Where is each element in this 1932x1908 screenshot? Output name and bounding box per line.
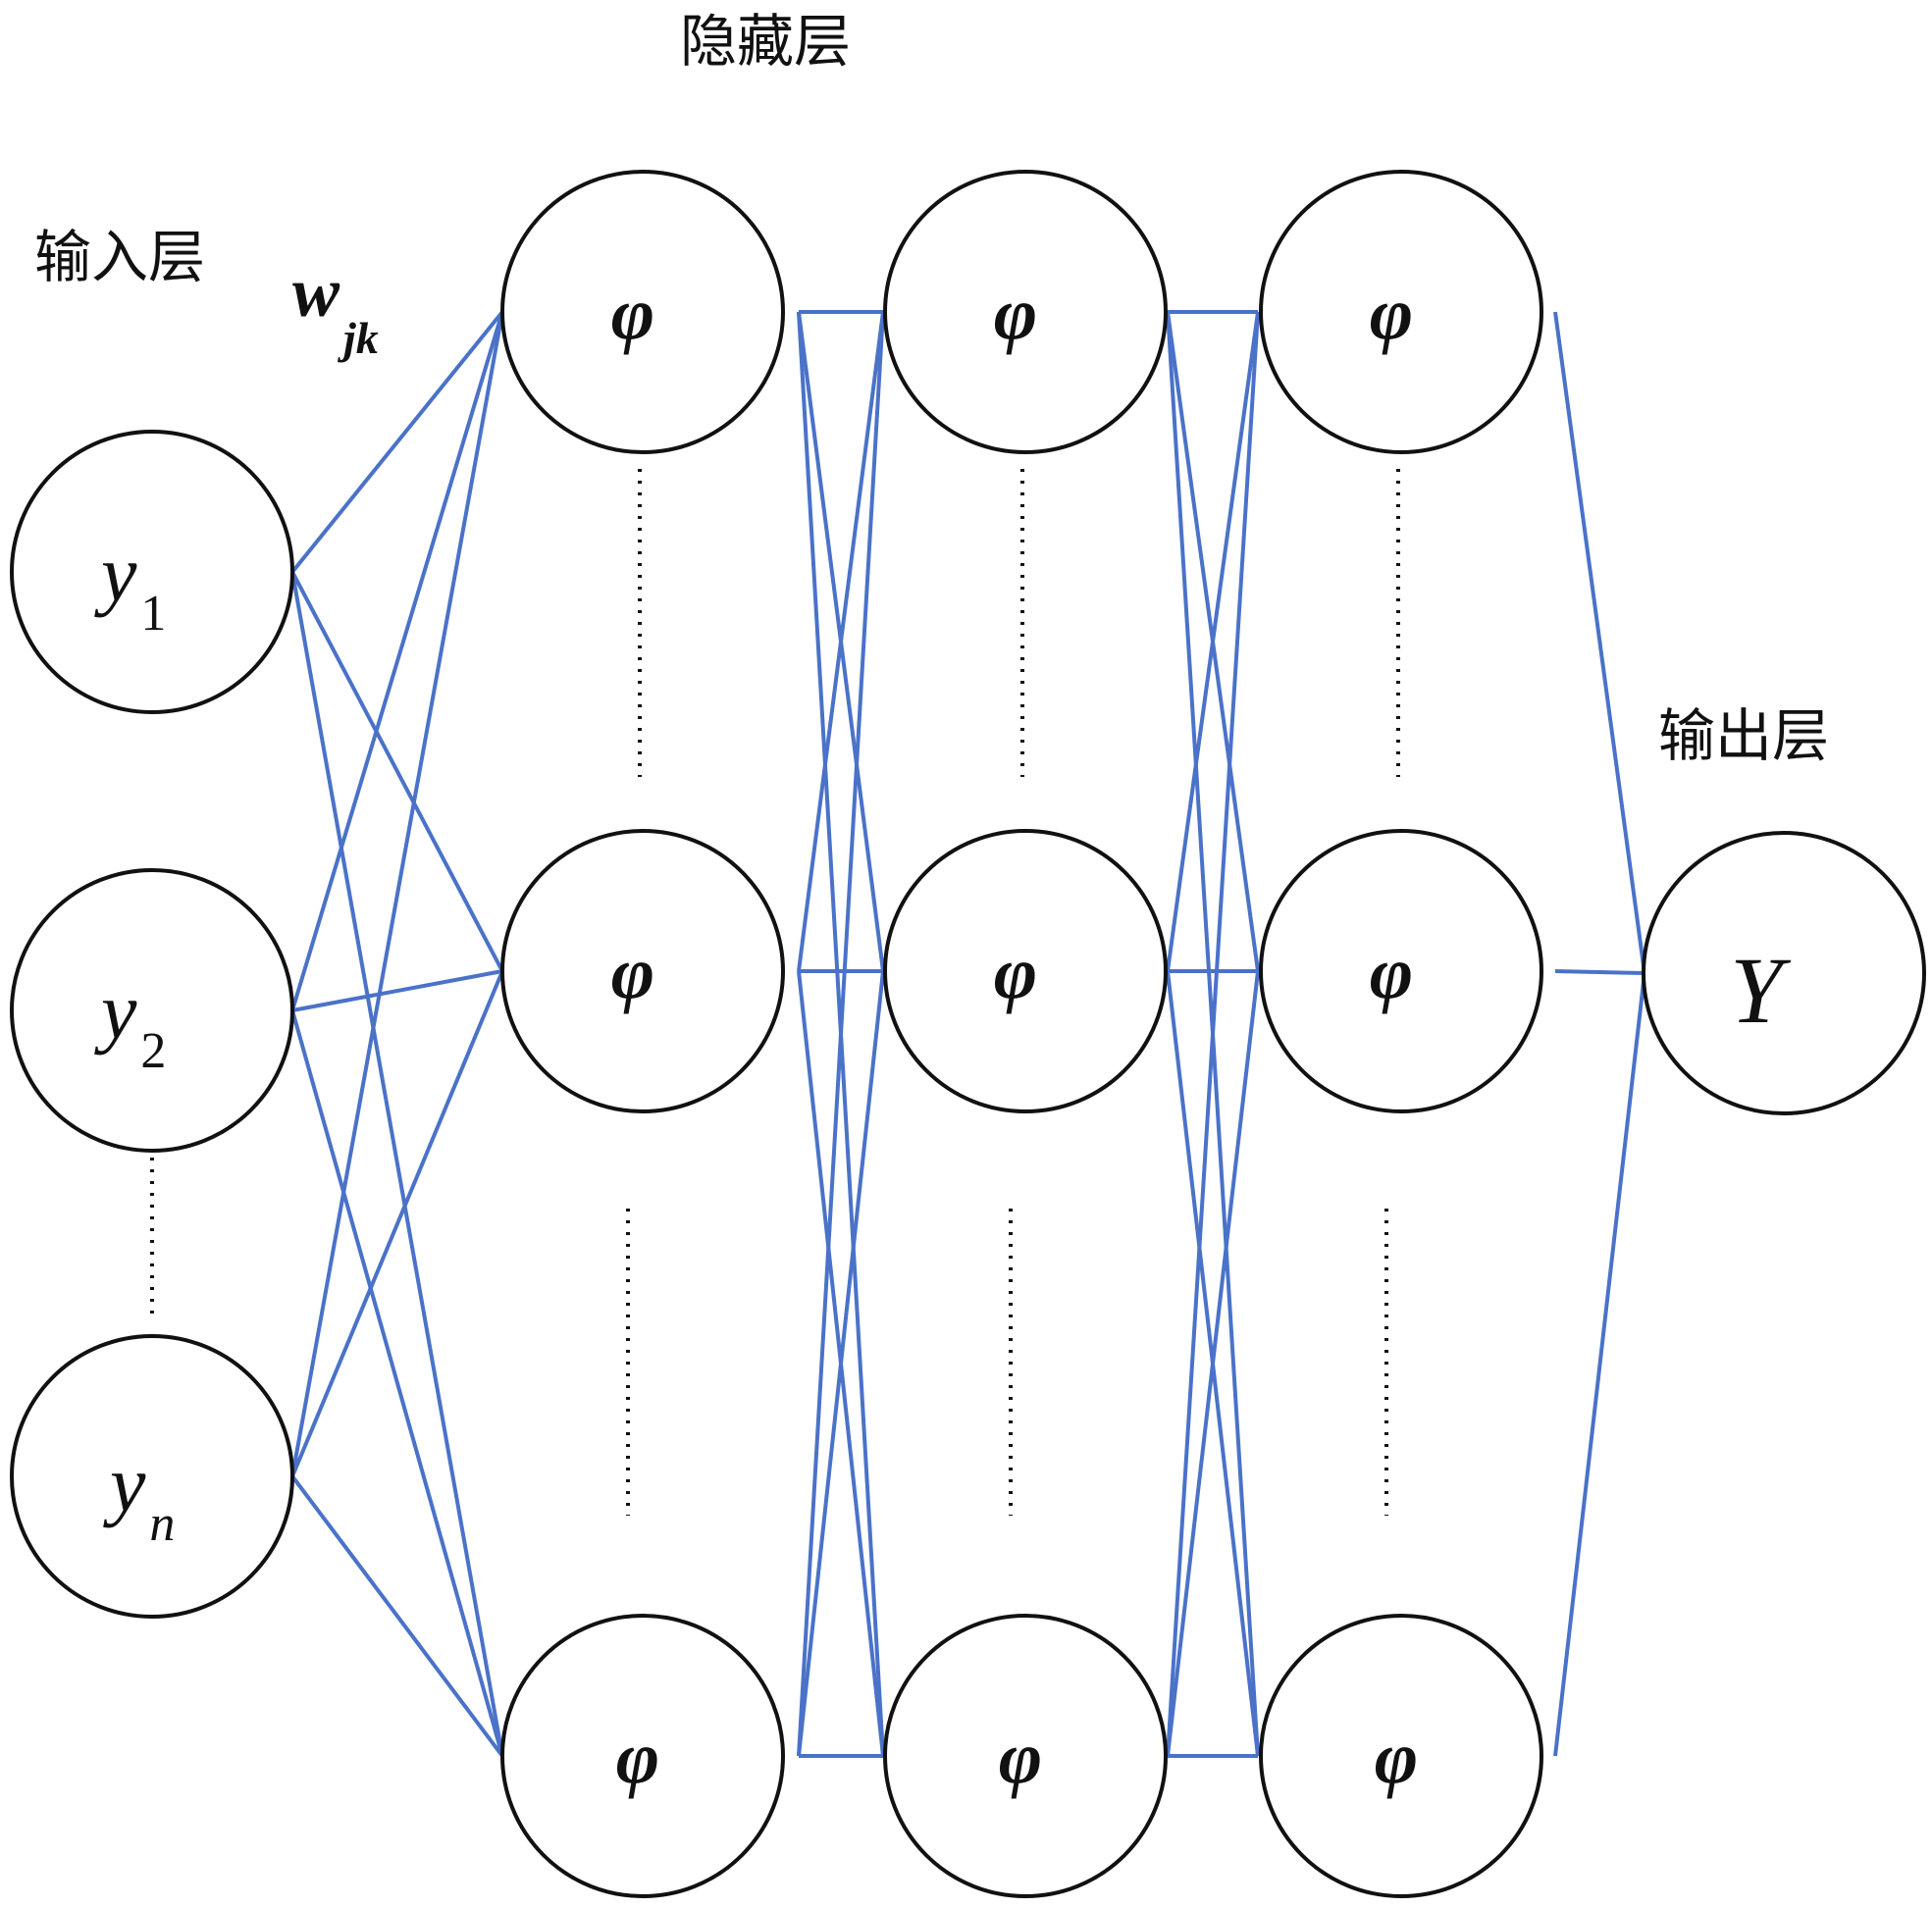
connection-hidden-hidden [1166,311,1260,972]
activation-symbol: φ [994,273,1037,355]
input-node-symbol: y [94,966,137,1056]
weight-label: wjk [292,253,379,363]
connections [290,310,1646,1758]
connection-input-hidden1 [290,970,504,1477]
hidden-layer-1: φ φ φ [500,170,785,1898]
activation-symbol: φ [1370,273,1413,355]
connection-input-hidden1 [290,1474,504,1758]
output-node: Y [1642,831,1926,1115]
hidden-node: φ [883,170,1168,454]
ellipsis-markers [150,469,1400,1516]
connection-input-hidden1 [290,310,504,574]
connection-hidden-hidden [797,970,885,1757]
input-node-symbol: y [94,529,137,618]
connection-hidden-hidden [1166,311,1260,1757]
svg-text:yn: yn [103,1439,175,1552]
input-node-subscript: 1 [140,586,166,642]
hidden-node: φ [500,829,785,1113]
hidden-node: φ [1259,1614,1543,1898]
hidden-node: φ [1259,829,1543,1113]
activation-symbol: φ [1370,932,1413,1014]
activation-symbol: φ [616,1717,659,1799]
input-node-subscript: n [149,1496,175,1552]
connection-input-hidden1 [290,571,504,1757]
input-node-yn: yn [10,1334,294,1619]
connection-input-hidden1 [291,969,503,1012]
input-layer-label: 输入层 [34,224,205,290]
hidden-node: φ [1259,170,1543,454]
hidden-node: φ [500,1614,785,1898]
hidden-layer-label: 隐藏层 [680,8,851,75]
input-node-subscript: 2 [140,1023,166,1079]
connection-input-hidden1 [290,311,504,1477]
hidden-node: φ [500,170,785,454]
connection-input-hidden1 [290,571,504,972]
weight-subscript: jk [337,313,379,363]
svg-text:y2: y2 [94,966,166,1079]
input-node-y2: y2 [10,868,294,1153]
activation-symbol: φ [1375,1717,1418,1799]
connection-input-hidden1 [290,311,504,1011]
activation-symbol: φ [611,932,654,1014]
connection-hidden3-output [1554,969,1645,975]
hidden-layer-3: φ φ φ [1259,170,1543,1898]
hidden-layer-2: φ φ φ [883,170,1168,1898]
svg-text:y1: y1 [94,529,166,642]
connection-hidden-hidden [797,311,885,1757]
activation-symbol: φ [994,932,1037,1014]
connection-hidden-hidden [1166,970,1260,1757]
output-symbol: Y [1730,938,1791,1043]
hidden-node: φ [883,1614,1168,1898]
input-node-y1: y1 [10,430,294,714]
connection-hidden3-output [1553,311,1646,974]
connection-hidden3-output [1553,972,1646,1757]
hidden-node: φ [883,829,1168,1113]
connection-hidden-hidden [797,311,885,972]
weight-symbol: w [292,253,340,332]
output-layer-label: 输出层 [1658,702,1829,769]
connection-input-hidden1 [290,1009,504,1757]
activation-symbol: φ [611,273,654,355]
input-node-symbol: y [103,1439,146,1528]
activation-symbol: φ [999,1717,1042,1799]
